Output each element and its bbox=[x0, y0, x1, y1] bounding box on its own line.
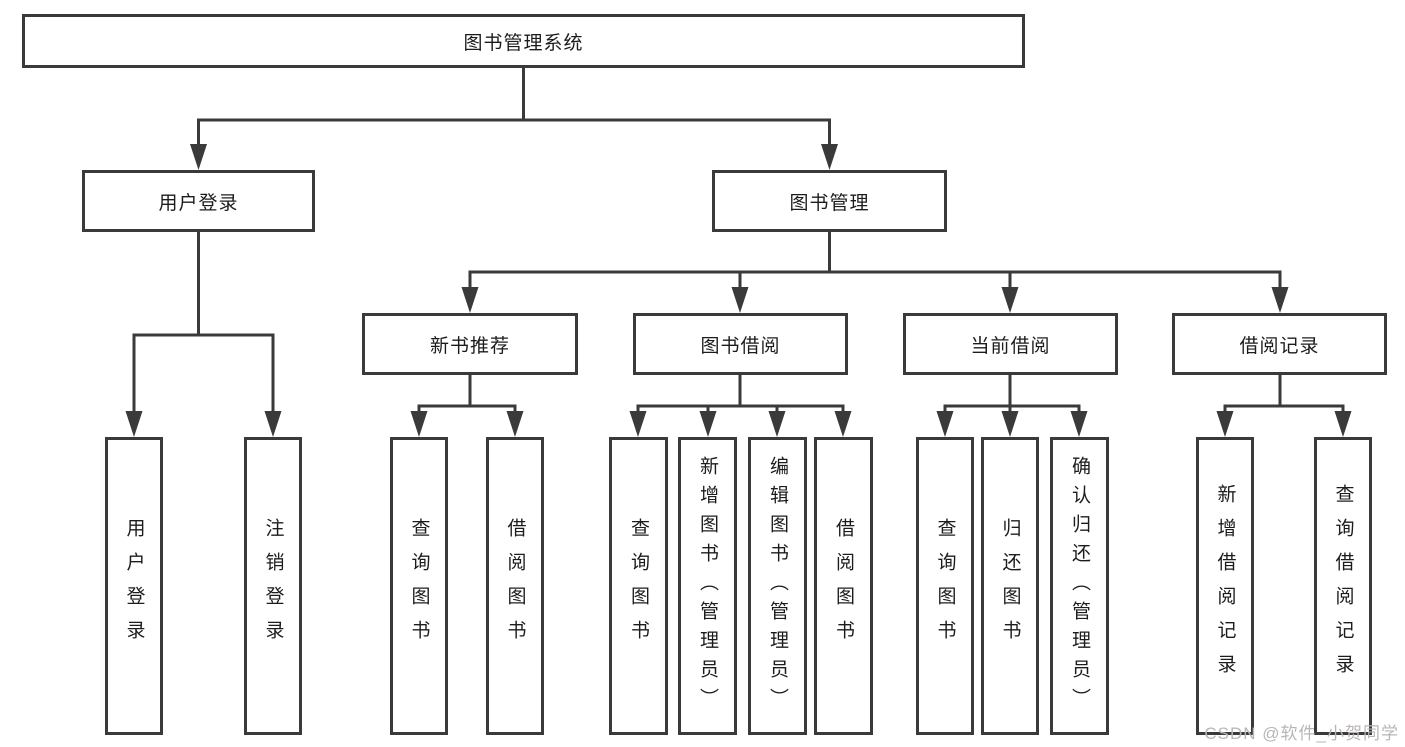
node-logout-action: 注销登录 bbox=[244, 437, 302, 735]
node-label: 借阅图书 bbox=[504, 518, 526, 654]
node-query-books-borrow: 查询图书 bbox=[609, 437, 668, 735]
node-borrowing-records: 借阅记录 bbox=[1172, 313, 1387, 375]
node-user-login-action: 用户登录 bbox=[105, 437, 163, 735]
node-book-borrowing: 图书借阅 bbox=[633, 313, 848, 375]
node-library-management-system: 图书管理系统 bbox=[22, 14, 1025, 68]
node-user-login-branch: 用户登录 bbox=[82, 170, 315, 232]
node-borrow-books: 借阅图书 bbox=[814, 437, 873, 735]
node-label: 新增图书（管理员） bbox=[697, 455, 718, 717]
node-label: 查询图书 bbox=[628, 518, 649, 654]
node-query-books-current: 查询图书 bbox=[916, 437, 974, 735]
node-label: 借阅图书 bbox=[833, 518, 854, 654]
node-query-borrow-record: 查询借阅记录 bbox=[1314, 437, 1372, 735]
node-label: 新书推荐 bbox=[429, 335, 510, 357]
node-label: 注销登录 bbox=[262, 518, 284, 654]
node-label: 图书管理系统 bbox=[463, 32, 584, 54]
node-label: 编辑图书（管理员） bbox=[767, 455, 788, 717]
node-label: 查询图书 bbox=[408, 518, 430, 654]
node-label: 用户登录 bbox=[158, 192, 239, 214]
node-add-borrow-record: 新增借阅记录 bbox=[1196, 437, 1254, 735]
node-confirm-return-admin: 确认归还（管理员） bbox=[1050, 437, 1109, 735]
node-label: 确认归还（管理员） bbox=[1069, 455, 1090, 717]
node-edit-books-admin: 编辑图书（管理员） bbox=[748, 437, 807, 735]
node-label: 图书借阅 bbox=[700, 335, 781, 357]
node-label: 新增借阅记录 bbox=[1214, 484, 1236, 688]
node-new-book-recommendation: 新书推荐 bbox=[362, 313, 578, 375]
node-label: 当前借阅 bbox=[970, 335, 1051, 357]
node-label: 用户登录 bbox=[123, 518, 145, 654]
node-label: 查询图书 bbox=[934, 518, 956, 654]
node-add-books-admin: 新增图书（管理员） bbox=[678, 437, 737, 735]
node-book-management-branch: 图书管理 bbox=[712, 170, 947, 232]
node-label: 查询借阅记录 bbox=[1332, 484, 1354, 688]
node-return-books: 归还图书 bbox=[981, 437, 1039, 735]
node-label: 借阅记录 bbox=[1239, 335, 1320, 357]
node-query-books-recommend: 查询图书 bbox=[390, 437, 448, 735]
node-label: 图书管理 bbox=[789, 192, 870, 214]
csdn-watermark: CSDN @软件_小贺同学 bbox=[1204, 724, 1399, 743]
node-current-borrowing: 当前借阅 bbox=[903, 313, 1118, 375]
node-borrow-books-recommend: 借阅图书 bbox=[486, 437, 544, 735]
node-label: 归还图书 bbox=[999, 518, 1021, 654]
